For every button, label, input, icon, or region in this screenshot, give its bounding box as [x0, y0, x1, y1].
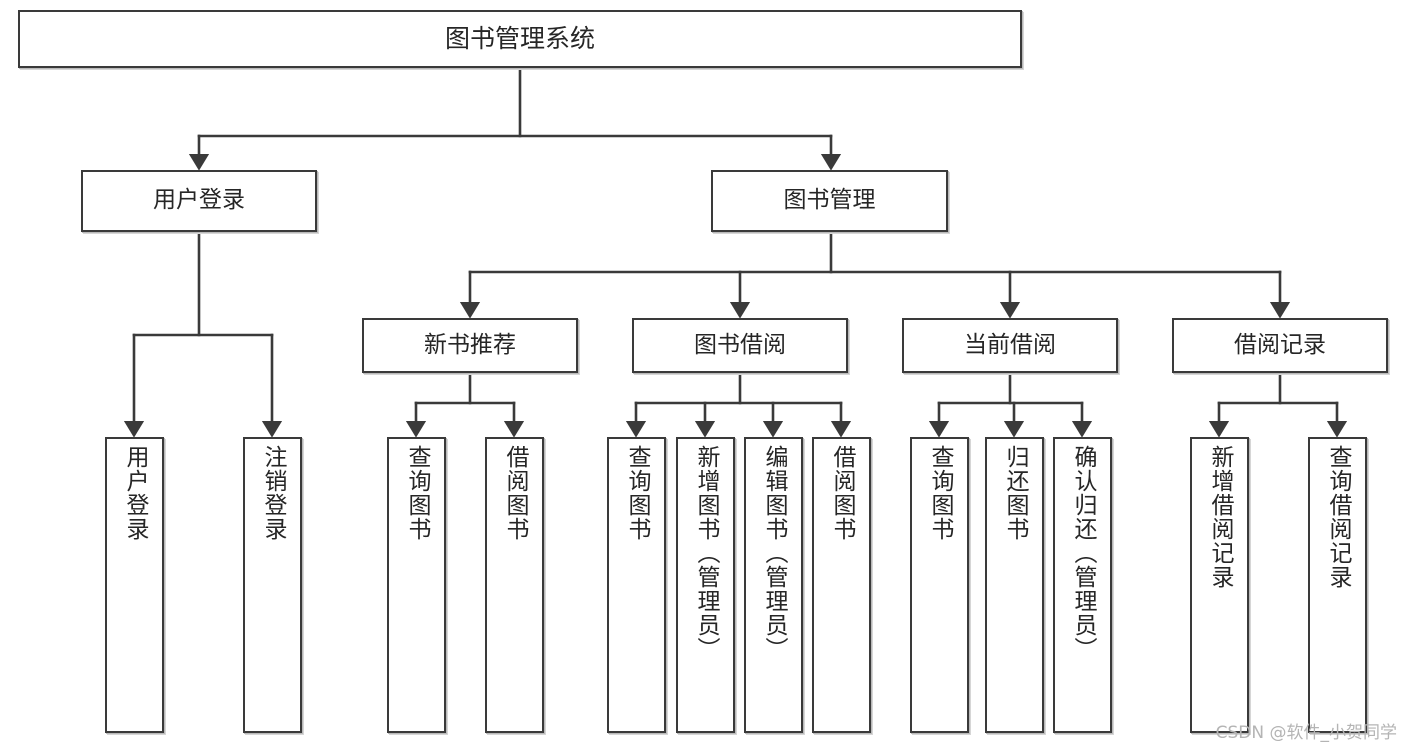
node-label: 图书管理系统 — [444, 24, 595, 53]
node-root-system[interactable]: 图书管理系统 — [18, 10, 1022, 68]
node-leaf-return-book[interactable]: 归还图书 — [985, 437, 1044, 733]
node-label: 注销登录 — [260, 445, 286, 541]
node-label: 查询图书 — [404, 445, 430, 541]
node-label: 查询借阅记录 — [1325, 445, 1351, 589]
node-label: 图书管理 — [783, 187, 876, 214]
node-leaf-confirm-return[interactable]: 确认归还（管理员） — [1053, 437, 1112, 733]
csdn-watermark: CSDN @软件_小贺同学 — [1215, 723, 1397, 743]
node-current-borrow[interactable]: 当前借阅 — [902, 318, 1118, 373]
node-label: 借阅图书 — [502, 445, 528, 541]
node-label: 新增图书（管理员） — [693, 445, 719, 661]
node-label: 编辑图书（管理员） — [761, 445, 787, 661]
node-leaf-user-login[interactable]: 用户登录 — [105, 437, 164, 733]
node-user-login[interactable]: 用户登录 — [81, 170, 317, 232]
node-label: 新增借阅记录 — [1207, 445, 1233, 589]
node-label: 查询图书 — [624, 445, 650, 541]
node-label: 借阅图书 — [829, 445, 855, 541]
node-label: 图书借阅 — [694, 331, 786, 358]
node-book-management[interactable]: 图书管理 — [711, 170, 948, 232]
node-leaf-query-record[interactable]: 查询借阅记录 — [1308, 437, 1367, 733]
node-book-borrow[interactable]: 图书借阅 — [632, 318, 848, 373]
node-label: 确认归还（管理员） — [1070, 445, 1096, 661]
node-new-book-recommend[interactable]: 新书推荐 — [362, 318, 578, 373]
node-leaf-query-book-2[interactable]: 查询图书 — [607, 437, 666, 733]
node-label: 用户登录 — [122, 445, 148, 541]
node-leaf-add-book[interactable]: 新增图书（管理员） — [676, 437, 735, 733]
node-leaf-add-record[interactable]: 新增借阅记录 — [1190, 437, 1249, 733]
node-label: 用户登录 — [153, 187, 245, 214]
node-leaf-query-book-3[interactable]: 查询图书 — [910, 437, 969, 733]
node-borrow-record[interactable]: 借阅记录 — [1172, 318, 1388, 373]
node-leaf-edit-book[interactable]: 编辑图书（管理员） — [744, 437, 803, 733]
node-label: 新书推荐 — [424, 331, 516, 358]
node-label: 归还图书 — [1002, 445, 1028, 541]
node-leaf-borrow-book-2[interactable]: 借阅图书 — [812, 437, 871, 733]
node-leaf-logout[interactable]: 注销登录 — [243, 437, 302, 733]
node-leaf-borrow-book-1[interactable]: 借阅图书 — [485, 437, 544, 733]
node-label: 借阅记录 — [1234, 331, 1326, 358]
node-label: 当前借阅 — [964, 331, 1056, 358]
node-leaf-query-book-1[interactable]: 查询图书 — [387, 437, 446, 733]
node-label: 查询图书 — [927, 445, 953, 541]
